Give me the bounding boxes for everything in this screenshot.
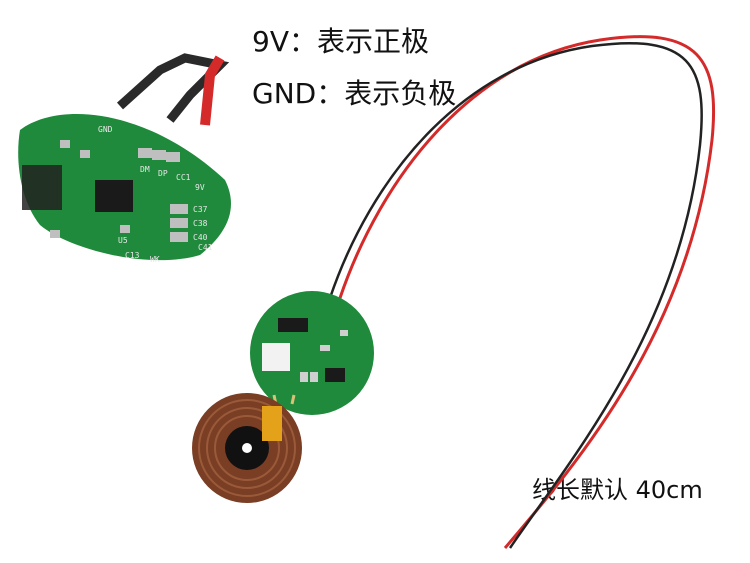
pcb-label-c38: C38 xyxy=(193,219,208,228)
charging-coil xyxy=(192,393,302,503)
caption-negative: GND：表示负极 xyxy=(252,77,457,110)
red-wire xyxy=(338,35,716,549)
pcb-label-c40: C40 xyxy=(193,233,208,242)
black-wire xyxy=(328,41,703,549)
pcb-label-cc1: CC1 xyxy=(176,173,191,182)
main-board xyxy=(250,291,374,415)
pcb-label-dm: DM xyxy=(140,165,150,174)
caption-positive: 9V：表示正极 xyxy=(252,25,429,58)
pcb-label-dp: DP xyxy=(158,169,168,178)
pcb-label-u5: U5 xyxy=(118,236,128,245)
pcb-label-wk: WK xyxy=(150,255,160,264)
inset-board: GND DM DP CC1 9V C37 C38 C40 C41 U5 C13 … xyxy=(18,53,231,264)
pcb-label-gnd: GND xyxy=(98,125,113,134)
wire-pair xyxy=(328,35,716,549)
pcb-label-9v: 9V xyxy=(195,183,205,192)
pcb-label-c13: C13 xyxy=(125,251,140,260)
pcb-label-c37: C37 xyxy=(193,205,208,214)
pcb-label-c41: C41 xyxy=(198,243,213,252)
